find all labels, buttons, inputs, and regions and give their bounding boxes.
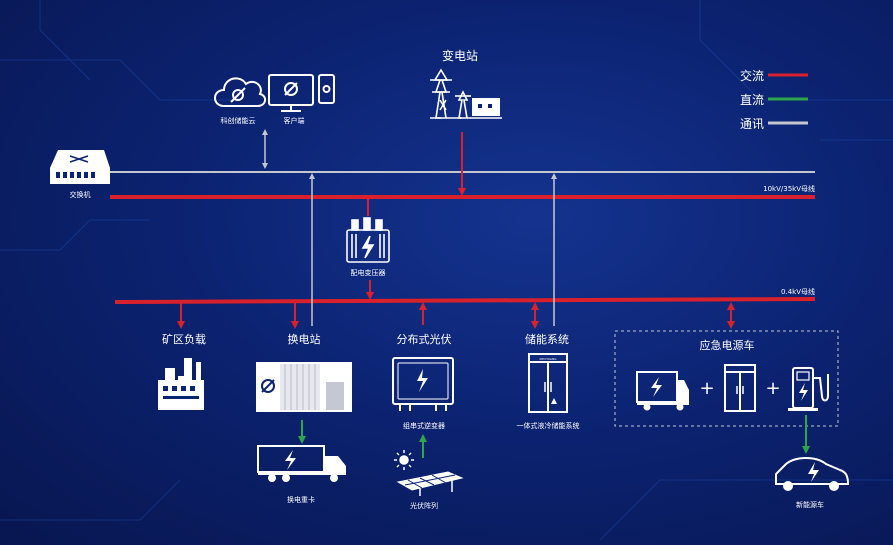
emergency-label: 应急电源车 xyxy=(700,338,755,352)
swap-truck-icon xyxy=(257,445,346,482)
emergency-group-box xyxy=(614,330,839,427)
swap-station-building-icon xyxy=(256,362,352,412)
storage-cabinet-label: 一体式液冷储能系统 xyxy=(517,421,580,430)
factory-icon xyxy=(158,358,204,410)
phone-icon xyxy=(318,74,335,104)
legend-label: 交流 xyxy=(740,68,764,83)
legend-item-ac: 交流 xyxy=(740,68,808,83)
cloud-label: 科创储能云 xyxy=(221,116,256,125)
cabinet-brand: KECHUANG xyxy=(539,357,557,361)
high-voltage-bus-label: 10kV/35kV母线 xyxy=(763,184,815,193)
legend-item-dc: 直流 xyxy=(740,93,808,107)
mine-load-label: 矿区负载 xyxy=(162,332,206,346)
solar-panel-icon xyxy=(396,471,464,496)
pv-label: 分布式光伏 xyxy=(397,332,452,346)
electric-car-icon xyxy=(775,457,850,491)
substation-label: 变电站 xyxy=(442,48,478,63)
switch-label: 交换机 xyxy=(70,190,91,199)
plus-icon: + xyxy=(699,378,714,399)
emergency-truck-icon xyxy=(636,371,689,411)
legend-item-comm: 通讯 xyxy=(740,117,808,131)
plus-icon: + xyxy=(765,378,780,399)
cloud-icon xyxy=(214,77,266,107)
pv-array-label: 光伏阵列 xyxy=(410,501,438,510)
inverter-label: 组串式逆变器 xyxy=(403,421,445,430)
swap-truck-label: 换电重卡 xyxy=(287,495,315,504)
storage-cabinet-icon xyxy=(528,353,568,413)
low-voltage-bus-label: 0.4kV母线 xyxy=(781,287,815,296)
charging-pile-icon xyxy=(788,367,829,411)
legend-label: 直流 xyxy=(740,93,764,107)
emergency-cabinet-icon xyxy=(724,364,756,412)
substation-tower-icon xyxy=(430,68,502,119)
client-label: 客户端 xyxy=(284,116,305,125)
storage-label: 储能系统 xyxy=(525,332,569,346)
monitor-icon xyxy=(268,74,314,112)
legend-label: 通讯 xyxy=(740,117,764,131)
swap-station-label: 换电站 xyxy=(288,332,321,346)
sun-icon xyxy=(394,450,414,470)
legend: 交流 直流 通讯 xyxy=(740,68,808,131)
nev-label: 新能源车 xyxy=(796,500,824,509)
inverter-icon xyxy=(392,357,454,411)
transformer-icon xyxy=(346,217,390,263)
transformer-label: 配电变压器 xyxy=(351,268,386,277)
low-voltage-bus xyxy=(114,297,816,304)
switch-icon xyxy=(50,150,110,184)
